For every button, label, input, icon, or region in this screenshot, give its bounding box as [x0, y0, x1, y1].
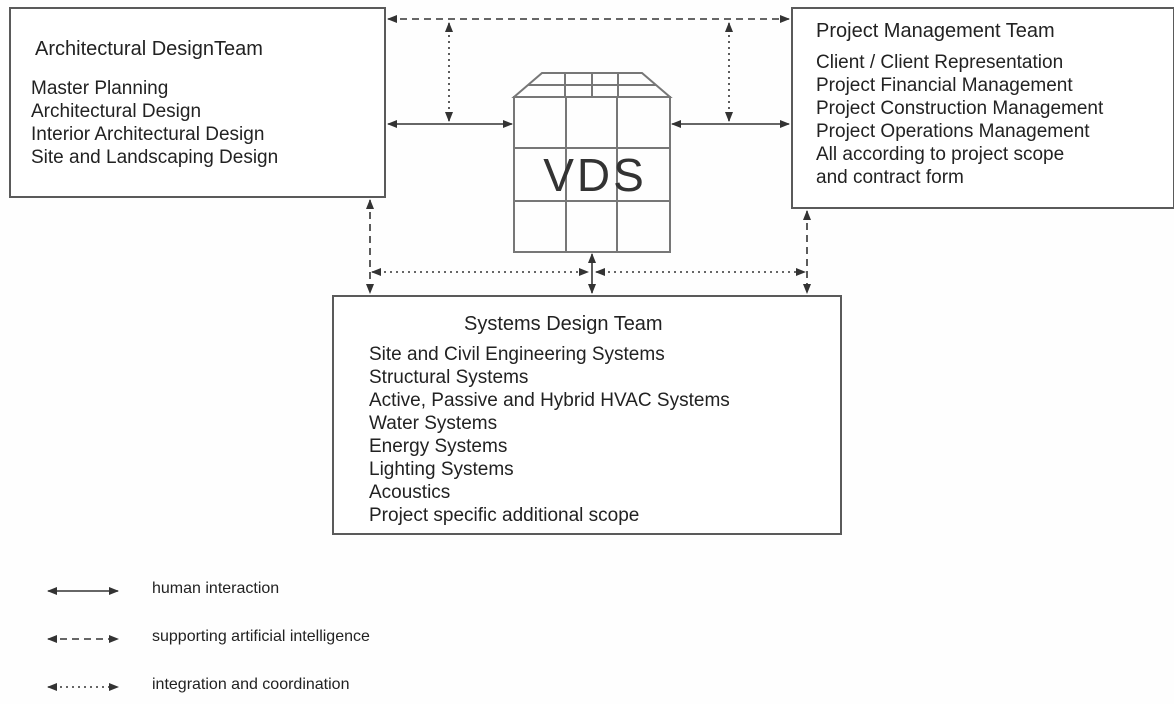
systems-design-item: Lighting Systems [369, 459, 514, 480]
project-management-team-title: Project Management Team [816, 20, 1055, 42]
architectural-team-item: Interior Architectural Design [31, 124, 265, 145]
systems-design-item: Water Systems [369, 413, 498, 434]
architectural-team-title: Architectural DesignTeam [35, 38, 263, 60]
project-management-team-box: Project Management Team Client / Client … [791, 7, 1174, 209]
vds-label: VDS [543, 149, 647, 201]
architectural-team-item-list: Master Planning Architectural Design Int… [31, 77, 278, 169]
project-management-item: Project Operations Management [816, 121, 1090, 142]
architectural-team-item: Master Planning [31, 78, 169, 99]
architectural-team-item: Site and Landscaping Design [31, 147, 279, 168]
project-management-item: All according to project scope [816, 144, 1065, 165]
legend-label: supporting artificial intelligence [152, 628, 370, 645]
architectural-design-team-box: Architectural DesignTeam Master Planning… [9, 7, 386, 198]
systems-design-team-title: Systems Design Team [464, 313, 663, 335]
systems-design-item: Acoustics [369, 482, 451, 503]
project-management-item: Project Financial Management [816, 75, 1073, 96]
project-management-item: Client / Client Representation [816, 52, 1064, 73]
project-management-item-list: Client / Client Representation Project F… [816, 51, 1103, 189]
systems-design-team-box: Systems Design Team Site and Civil Engin… [332, 295, 842, 535]
project-management-item: Project Construction Management [816, 98, 1104, 119]
vds-building-icon [511, 72, 673, 253]
solid-arrow-icon [47, 587, 119, 595]
systems-design-item: Structural Systems [369, 367, 529, 388]
legend-label: human interaction [152, 580, 280, 597]
systems-design-item: Energy Systems [369, 436, 508, 457]
dotted-arrow-icon [47, 683, 119, 691]
systems-design-item: Site and Civil Engineering Systems [369, 344, 665, 365]
architectural-team-item: Architectural Design [31, 101, 202, 122]
systems-design-item-list: Site and Civil Engineering Systems Struc… [369, 343, 730, 527]
systems-design-item: Project specific additional scope [369, 505, 640, 526]
systems-design-item: Active, Passive and Hybrid HVAC Systems [369, 390, 730, 411]
project-management-item: and contract form [816, 167, 964, 188]
dashed-arrow-icon [47, 635, 119, 643]
legend-label: integration and coordination [152, 676, 350, 693]
